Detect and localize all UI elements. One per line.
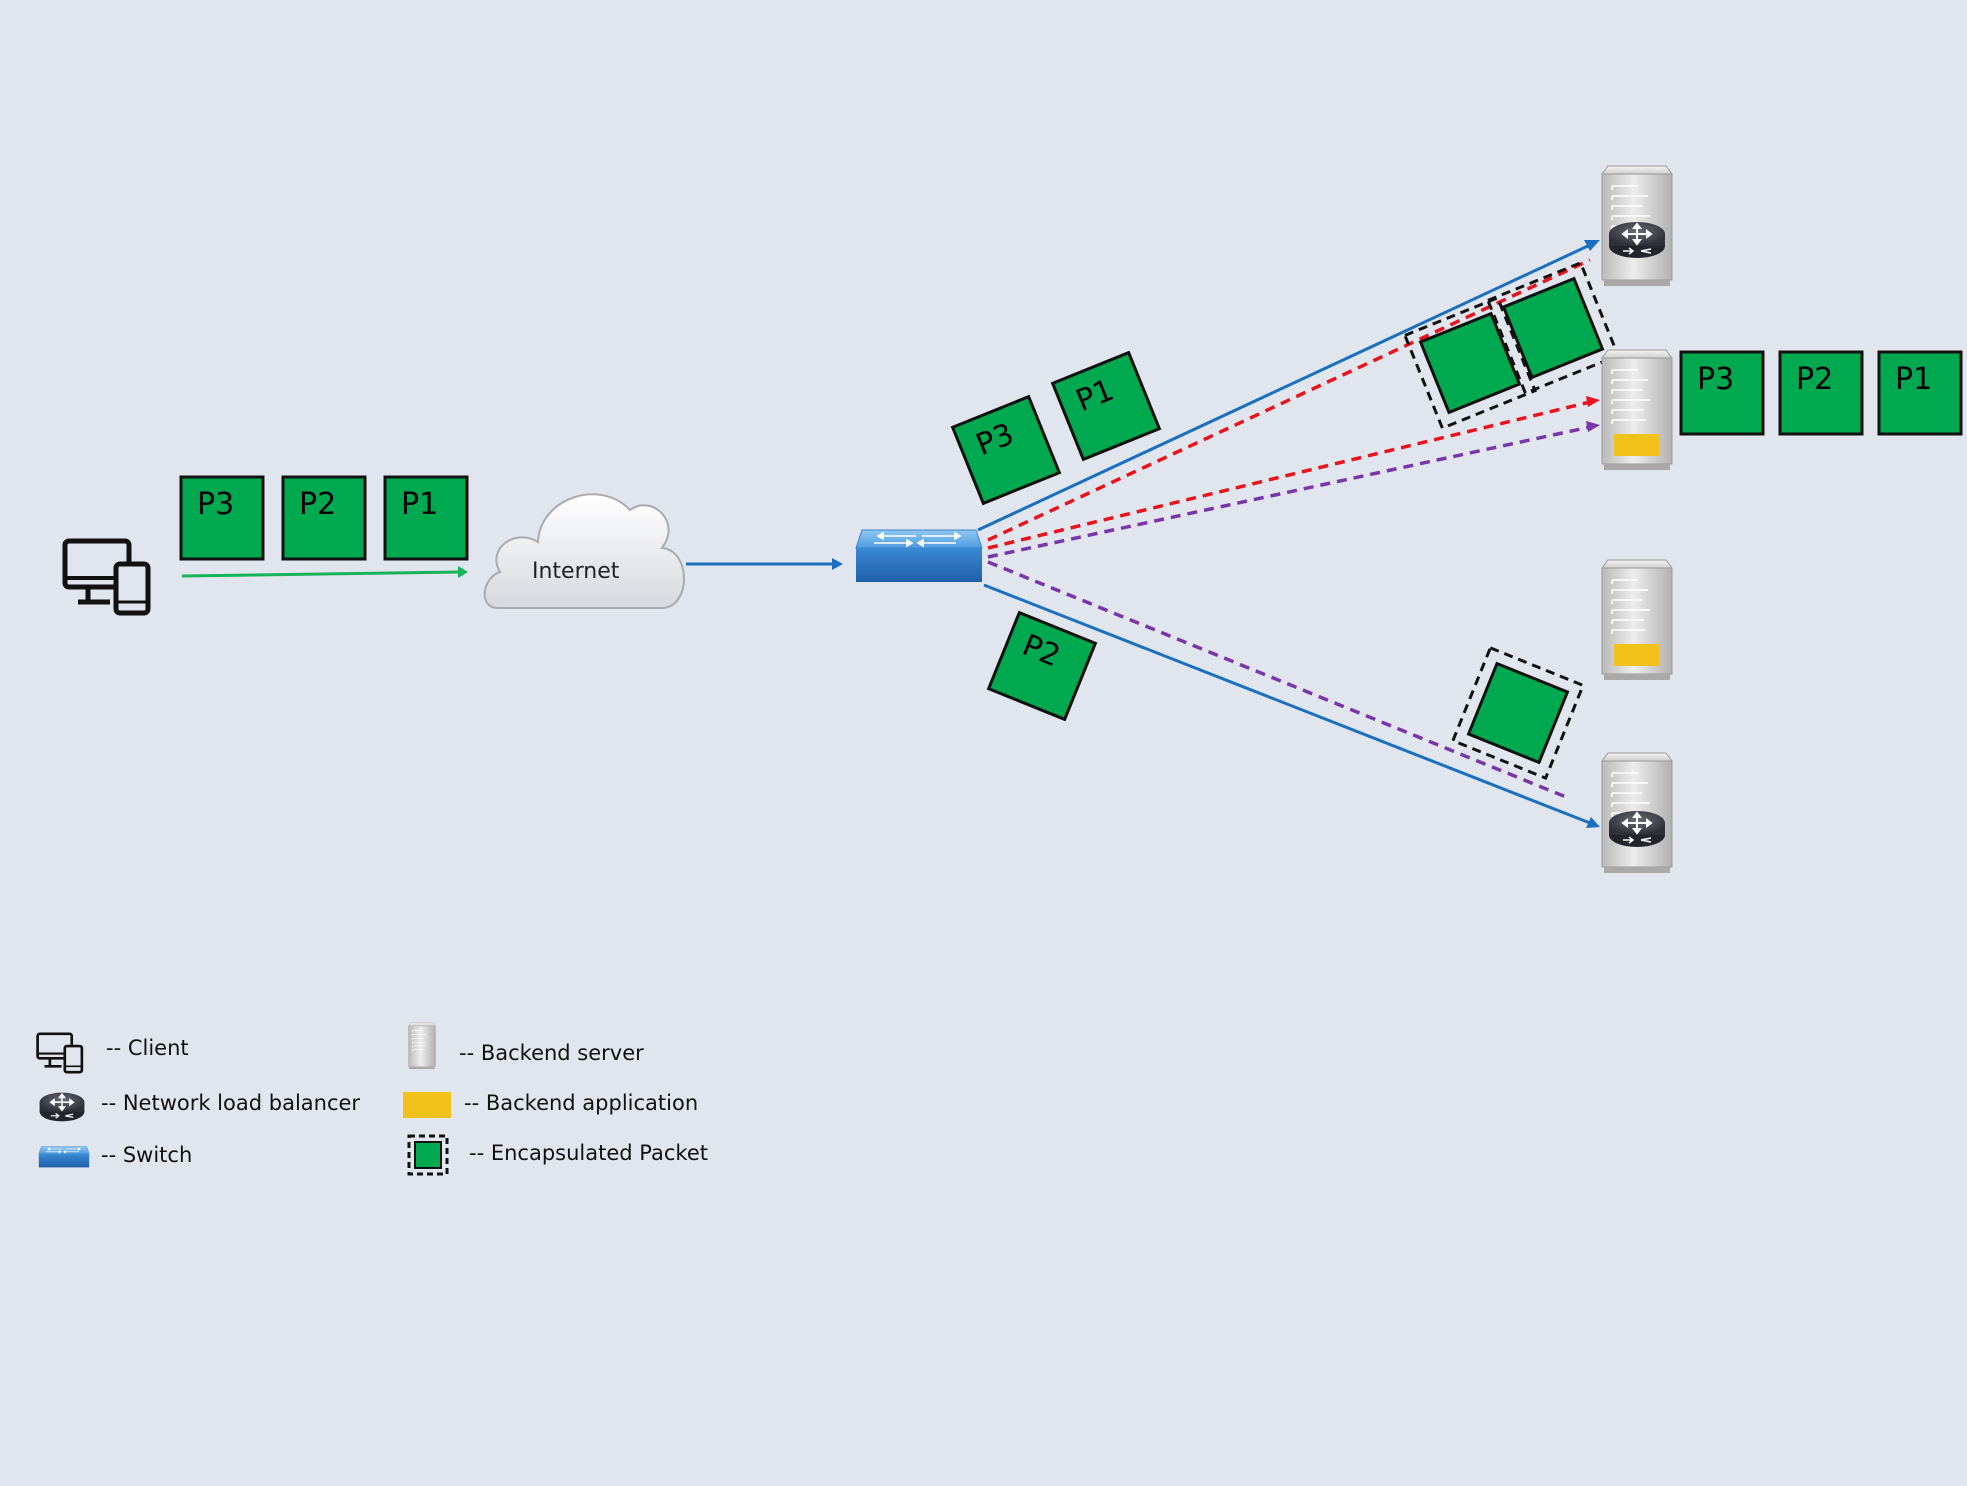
switch-to-nlb-bottom-line <box>983 583 1591 825</box>
server-icon <box>408 1022 436 1070</box>
packet-p2: P2 <box>281 475 367 561</box>
backend-server-app-1 <box>1601 349 1673 471</box>
purple-dashed-to-server <box>987 425 1591 559</box>
arrived-packet-queue: P3 P2 P1 <box>1679 350 1963 436</box>
packet-label: P3 <box>197 487 234 522</box>
arrowhead <box>1586 396 1600 407</box>
legend-server-label: -- Backend server <box>459 1041 644 1065</box>
switch-to-nlb-top-line <box>977 243 1591 532</box>
packet-label: P1 <box>1895 362 1932 397</box>
backend-server-nlb-bottom <box>1601 752 1673 874</box>
packet-p2: P2 <box>1778 350 1864 436</box>
arrowhead <box>1584 240 1600 251</box>
backend-app-block <box>1614 644 1660 666</box>
arrowhead <box>1586 817 1600 828</box>
legend-switch-label: -- Switch <box>101 1143 192 1167</box>
router-icon <box>1608 810 1666 848</box>
client-to-internet-line <box>181 570 461 578</box>
packet-label: P2 <box>1796 362 1833 397</box>
arrowhead <box>832 558 843 570</box>
legend-nlb-label: -- Network load balancer <box>101 1091 360 1115</box>
arrowhead <box>1586 421 1600 432</box>
packet-p3-transit: P3 <box>950 394 1062 506</box>
cloud-icon: Internet <box>483 493 685 609</box>
packet-p1-transit: P1 <box>1050 350 1162 462</box>
switch-icon <box>38 1146 90 1168</box>
packet-p3: P3 <box>179 475 265 561</box>
packet-label: P1 <box>401 487 438 522</box>
purple-dashed-tunnel-bottom <box>987 560 1567 799</box>
encapsulated-packet <box>1485 260 1621 396</box>
backend-app-swatch <box>403 1092 451 1118</box>
legend: -- Client -- Network load balancer -- Sw… <box>36 1022 708 1176</box>
router-icon <box>38 1091 86 1123</box>
legend-client-label: -- Client <box>106 1036 189 1060</box>
backend-server-nlb-top <box>1601 165 1673 287</box>
packet-p3: P3 <box>1679 350 1765 436</box>
red-dashed-to-server <box>987 400 1591 550</box>
packet-p1: P1 <box>1877 350 1963 436</box>
router-icon <box>1608 221 1666 259</box>
devices-icon <box>36 1032 84 1074</box>
switch-icon <box>855 529 983 583</box>
devices-icon <box>65 541 148 613</box>
connection-lines <box>181 240 1600 828</box>
packet-p1: P1 <box>383 475 469 561</box>
arrowhead <box>458 566 468 578</box>
packet-p2-transit: P2 <box>986 610 1098 722</box>
internet-label: Internet <box>532 559 620 584</box>
packet-label: P2 <box>299 487 336 522</box>
encapsulated-packet <box>1450 645 1586 781</box>
backend-server-app-2 <box>1601 559 1673 681</box>
encapsulated-packet <box>1402 295 1538 431</box>
legend-encap-label: -- Encapsulated Packet <box>469 1141 708 1165</box>
legend-app-label: -- Backend application <box>464 1091 698 1115</box>
encapsulated-packet-icon <box>407 1134 449 1176</box>
client-packet-queue: P3 P2 P1 <box>179 475 469 561</box>
backend-app-block <box>1614 434 1660 456</box>
packet-label: P3 <box>1697 362 1734 397</box>
